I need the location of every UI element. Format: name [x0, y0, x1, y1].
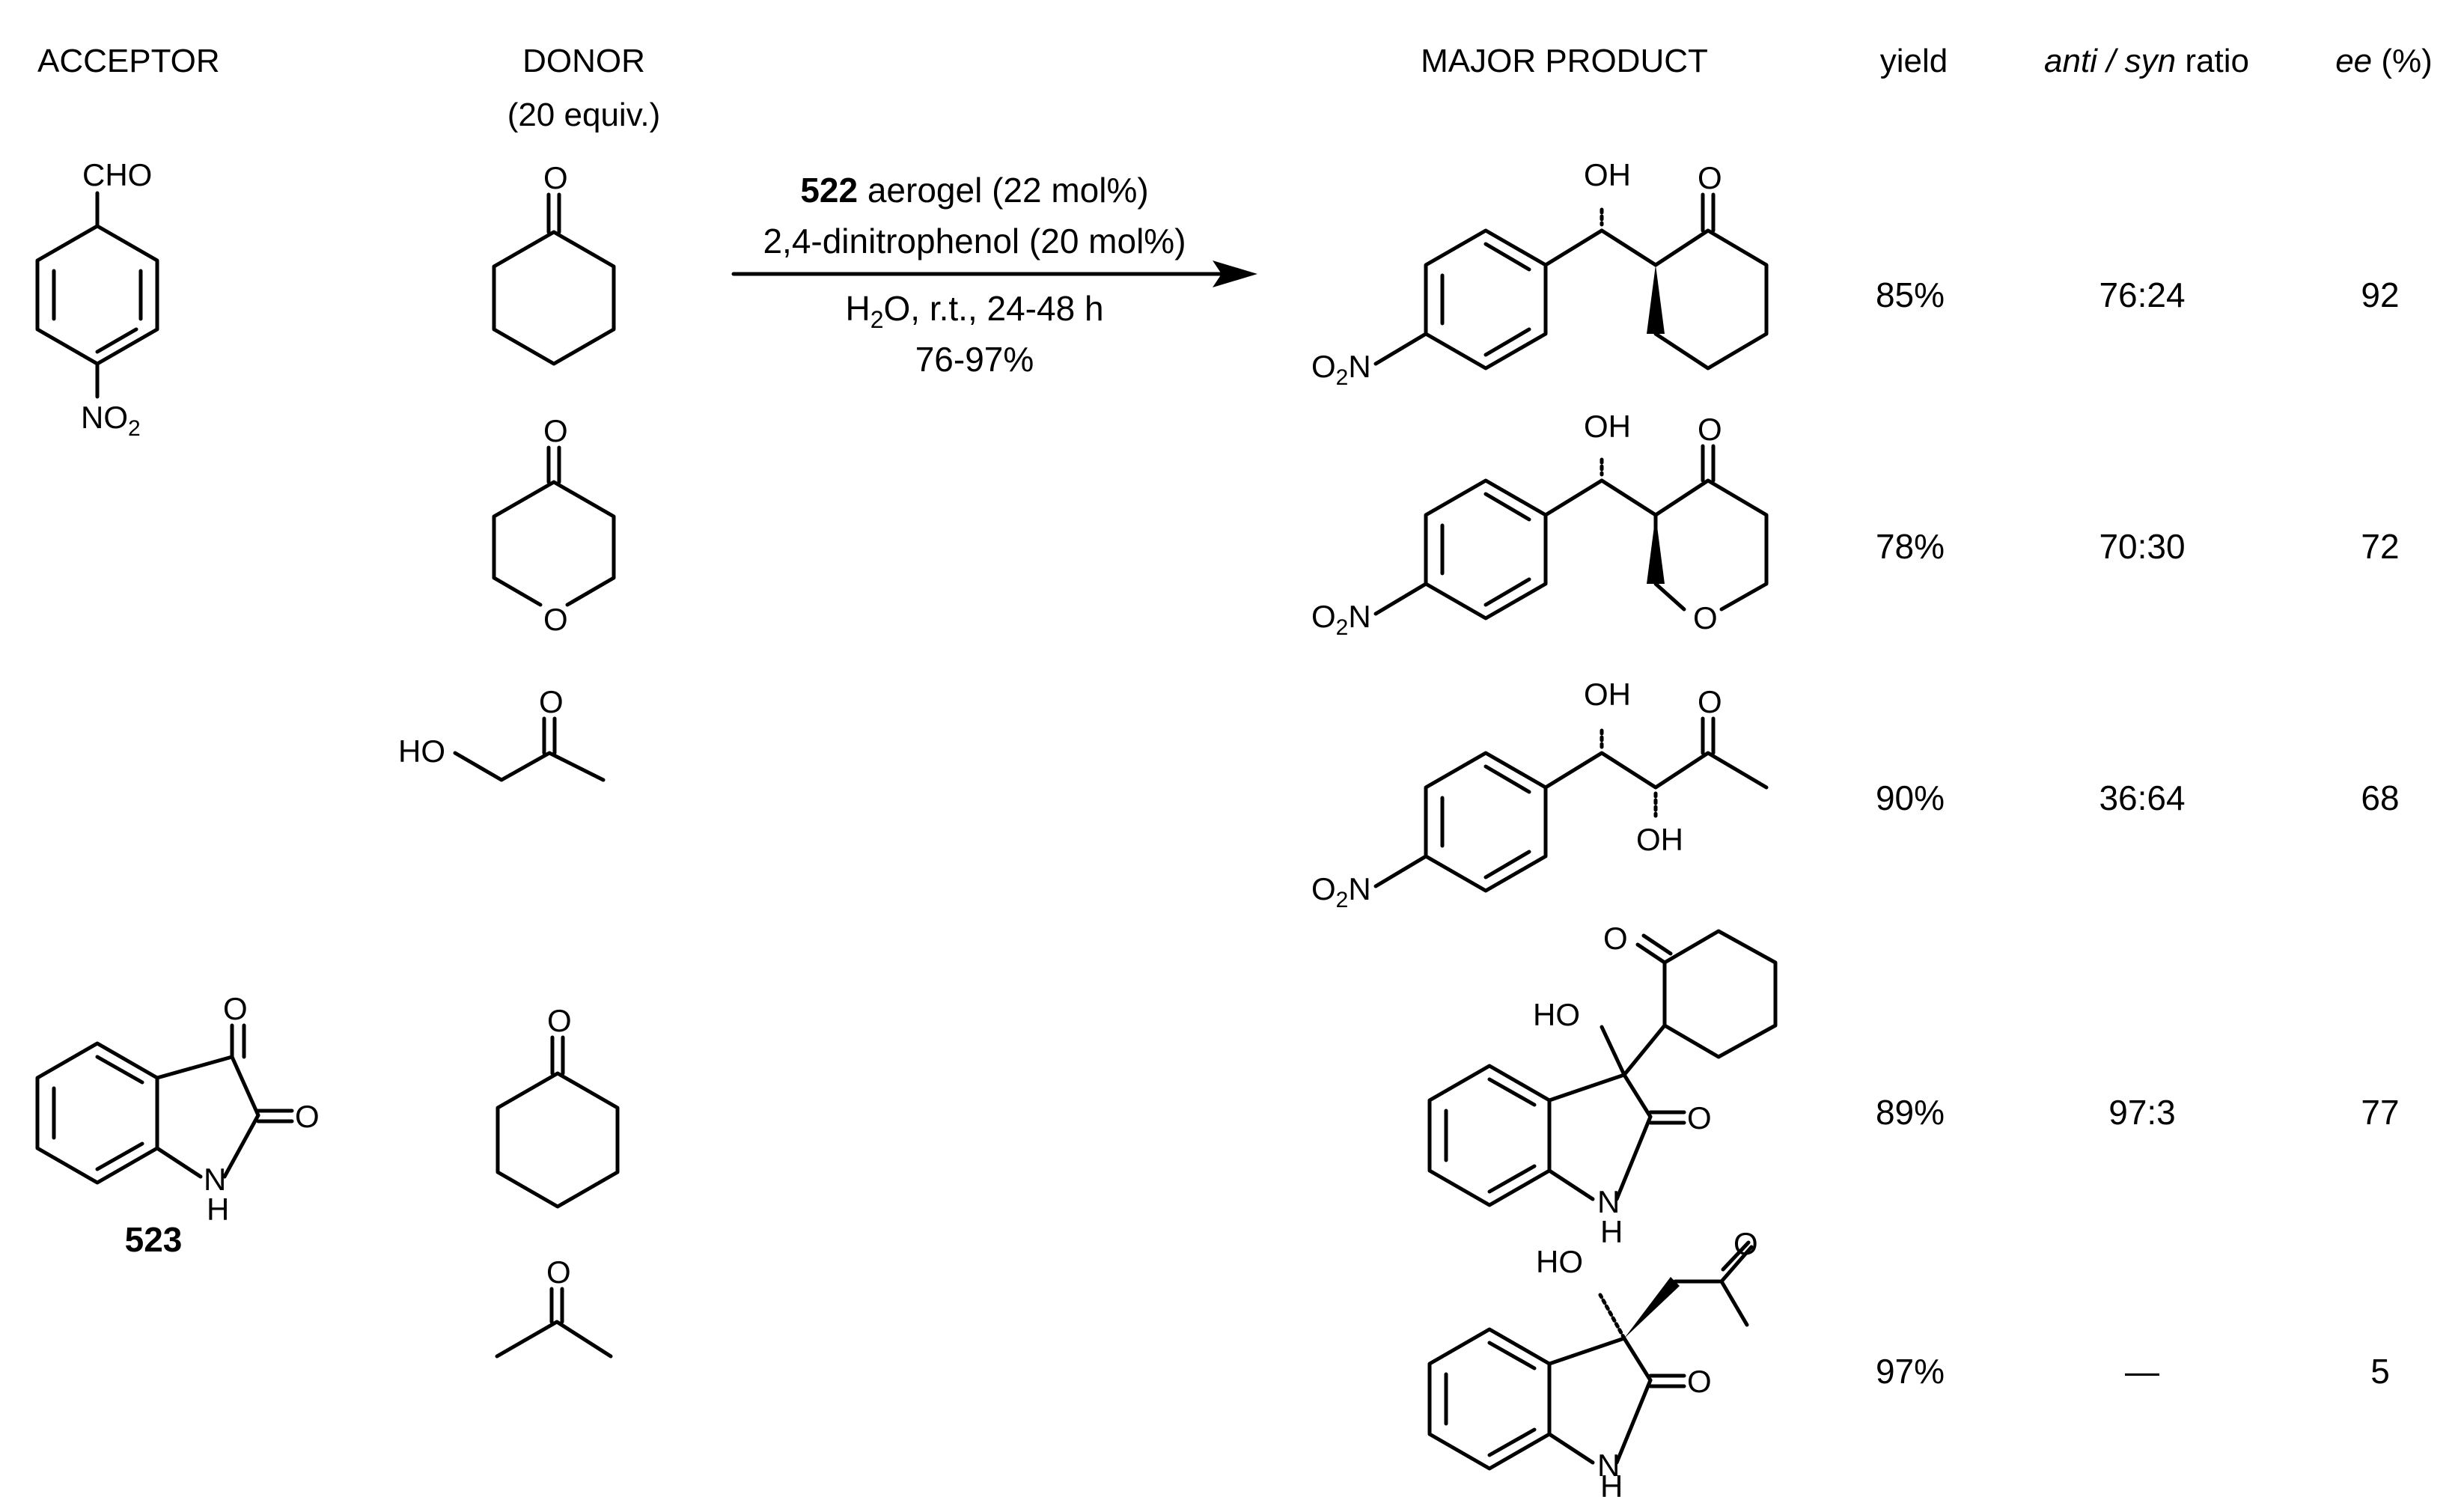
- row-1-ee: 92: [2361, 275, 2399, 314]
- donor-cyclohexanone-1: O: [492, 160, 616, 366]
- row-2-yield: 78%: [1876, 527, 1945, 566]
- header-anti-syn-ratio: anti / syn ratio: [2044, 43, 2249, 79]
- p5-o-lactam: O: [1687, 1364, 1712, 1399]
- row-4-ratio: 97:3: [2108, 1093, 2176, 1132]
- p3-oh-bottom: OH: [1636, 822, 1683, 857]
- donor-2-o-carbonyl: O: [543, 413, 568, 448]
- condition-solvent: H2O, r.t., 24-48 h: [845, 289, 1103, 333]
- header-major-product: MAJOR PRODUCT: [1421, 43, 1708, 79]
- acceptor-cho-label: CHO: [82, 157, 152, 192]
- p2-o-carbonyl: O: [1698, 412, 1722, 447]
- condition-yield-range: 76-97%: [915, 340, 1034, 379]
- acceptor-no2-label: NO2: [81, 400, 141, 441]
- acceptor-isatin: O O N H 523: [35, 991, 320, 1259]
- donor-2-o-ring: O: [543, 602, 568, 637]
- row-3-yield: 90%: [1876, 778, 1945, 817]
- reaction-arrow: [731, 260, 1257, 287]
- row-3-ee: 68: [2361, 778, 2399, 817]
- product-2: OH O O O2N: [1311, 409, 1769, 640]
- p2-o-ring: O: [1693, 600, 1718, 635]
- p5-o-ketone: O: [1733, 1226, 1758, 1261]
- condition-additive: 2,4-dinitrophenol (20 mol%): [763, 222, 1186, 260]
- isatin-h-label: H: [207, 1192, 229, 1227]
- row-1-ratio: 76:24: [2099, 275, 2185, 314]
- header-acceptor: ACCEPTOR: [37, 43, 220, 79]
- donor-hydroxyacetone: O HO: [398, 684, 606, 782]
- results-column-ratio: 76:24 70:30 36:64 97:3 —: [2099, 275, 2185, 1391]
- condition-catalyst: 522 aerogel (22 mol%): [800, 171, 1148, 210]
- p3-oh-top: OH: [1584, 677, 1631, 712]
- acceptor-nitrobenzaldehyde: CHO NO2: [35, 157, 159, 441]
- donor-3-ho: HO: [398, 734, 445, 769]
- p4-n: N: [1597, 1184, 1620, 1219]
- p1-o: O: [1698, 160, 1722, 195]
- p3-o2n: O2N: [1311, 871, 1371, 912]
- isatin-compound-id: 523: [125, 1220, 183, 1259]
- p4-ho: HO: [1533, 997, 1580, 1032]
- p2-o2n: O2N: [1311, 599, 1371, 640]
- p5-n: N: [1597, 1448, 1620, 1483]
- p5-ho: HO: [1536, 1244, 1583, 1279]
- p4-o-lactam: O: [1687, 1100, 1712, 1135]
- donor-cyclohexanone-2: O: [495, 1003, 620, 1209]
- header-donor: DONOR: [522, 43, 645, 79]
- header-ee: ee (%): [2335, 43, 2433, 79]
- row-4-ee: 77: [2361, 1093, 2399, 1132]
- donor-1-o: O: [543, 160, 568, 195]
- p3-o: O: [1698, 684, 1722, 719]
- isatin-o-top: O: [223, 991, 248, 1026]
- results-column-ee: 92 72 68 77 5: [2361, 275, 2399, 1391]
- product-3: OH O OH O2N: [1311, 677, 1769, 912]
- isatin-n-label: N: [204, 1162, 226, 1197]
- p1-oh: OH: [1584, 157, 1631, 192]
- row-2-ee: 72: [2361, 527, 2399, 566]
- donor-4-o: O: [547, 1003, 572, 1038]
- row-5-ratio: —: [2125, 1352, 2159, 1391]
- header-donor-equiv: (20 equiv.): [507, 97, 661, 133]
- p4-o-ketone: O: [1603, 921, 1628, 956]
- row-3-ratio: 36:64: [2099, 778, 2185, 817]
- donor-5-o: O: [546, 1254, 571, 1290]
- product-5: HO O O N H: [1427, 1226, 1758, 1497]
- results-column-yield: 85% 78% 90% 89% 97%: [1876, 275, 1945, 1391]
- p1-o2n: O2N: [1311, 349, 1371, 390]
- row-4-yield: 89%: [1876, 1093, 1945, 1132]
- row-5-yield: 97%: [1876, 1352, 1945, 1391]
- isatin-o-right: O: [295, 1099, 320, 1134]
- row-2-ratio: 70:30: [2099, 527, 2185, 566]
- p5-h: H: [1600, 1469, 1623, 1497]
- p2-oh: OH: [1584, 409, 1631, 444]
- row-1-yield: 85%: [1876, 275, 1945, 314]
- donor-3-o: O: [539, 684, 564, 719]
- product-4: O HO O N H: [1427, 921, 1778, 1249]
- donor-acetone: O: [495, 1254, 613, 1359]
- donor-tetrahydropyranone: O O: [492, 413, 616, 637]
- header-yield: yield: [1880, 43, 1948, 79]
- row-5-ee: 5: [2370, 1352, 2390, 1391]
- p4-h: H: [1600, 1214, 1623, 1249]
- product-1: OH O O2N: [1311, 157, 1769, 390]
